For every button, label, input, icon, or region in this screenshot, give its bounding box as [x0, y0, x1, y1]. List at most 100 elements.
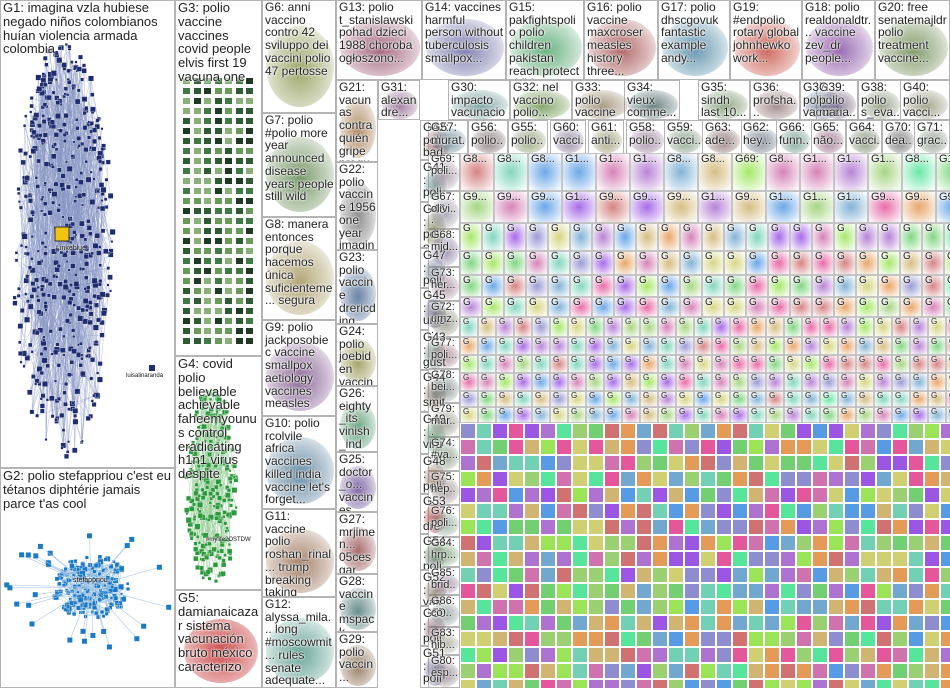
mesh-cell-label: G	[529, 298, 537, 309]
mesh-group: G	[712, 337, 730, 355]
mesh-cell-label: G	[551, 276, 559, 287]
node	[200, 558, 203, 561]
node	[75, 234, 77, 236]
edge	[43, 197, 81, 365]
edge	[200, 505, 220, 521]
edge	[83, 291, 111, 310]
edge	[101, 586, 105, 595]
edge	[53, 149, 105, 416]
node	[105, 607, 109, 611]
node	[235, 297, 244, 305]
node	[193, 107, 202, 115]
mesh-group	[908, 599, 924, 615]
edge	[37, 284, 76, 381]
node	[197, 508, 200, 511]
edge	[48, 96, 64, 366]
mesh-group	[588, 551, 604, 567]
edge	[33, 151, 110, 291]
edge	[32, 130, 82, 317]
edge	[53, 150, 92, 203]
edge	[203, 546, 209, 554]
mesh-group	[492, 615, 508, 631]
edge	[50, 190, 72, 218]
node	[201, 496, 205, 500]
mesh-group: G	[514, 373, 532, 391]
group-label: G75: hep...	[431, 472, 458, 505]
mesh-group	[940, 599, 950, 615]
mesh-cell-label: G	[805, 318, 811, 326]
edge	[73, 88, 102, 322]
mesh-group: G	[766, 373, 784, 391]
edge	[71, 285, 90, 348]
mesh-group: G	[900, 297, 922, 317]
mesh-cell-label: G	[625, 408, 631, 416]
edge	[91, 314, 98, 320]
node	[30, 268, 35, 273]
edge	[77, 71, 91, 314]
group-label: G30: impacto vacunacio...	[451, 81, 508, 120]
edge	[22, 169, 100, 310]
edge	[68, 157, 73, 187]
edge	[71, 592, 106, 603]
mesh-cell-label: G	[903, 224, 911, 235]
node	[77, 89, 80, 92]
mesh-group	[940, 503, 950, 519]
mesh-cell-label: G	[787, 338, 793, 346]
node	[90, 124, 93, 127]
node	[47, 294, 50, 297]
edge	[79, 281, 101, 355]
node	[198, 513, 203, 518]
mesh-group	[588, 647, 604, 663]
node	[34, 383, 37, 386]
edge	[57, 98, 75, 201]
node	[30, 210, 34, 214]
node	[235, 247, 244, 255]
mesh-group	[940, 455, 950, 471]
edge	[43, 144, 74, 295]
mesh-cell-label: G	[727, 276, 735, 287]
edge	[41, 169, 70, 314]
node	[75, 196, 77, 198]
edge	[53, 167, 106, 199]
edge	[63, 138, 78, 445]
node	[15, 259, 18, 262]
node	[85, 309, 88, 312]
node	[235, 307, 244, 315]
node	[91, 252, 94, 255]
node	[98, 361, 102, 365]
mesh-cell-label: G	[553, 318, 559, 326]
node	[193, 307, 202, 315]
edge	[195, 505, 200, 517]
mesh-cell-label: G	[499, 338, 505, 346]
node	[67, 611, 71, 615]
mesh-group: G	[910, 355, 928, 373]
edge	[209, 500, 229, 520]
mesh-group	[588, 679, 604, 688]
mesh-group: G	[820, 373, 838, 391]
group-g9: G9: polio jackposobiec vaccine smallpox …	[262, 320, 336, 416]
node	[66, 240, 69, 243]
edge	[194, 519, 199, 543]
node	[211, 488, 215, 492]
edge	[75, 201, 79, 355]
edge	[32, 130, 60, 205]
mesh-group	[636, 487, 652, 503]
node	[54, 347, 60, 353]
node	[94, 583, 99, 588]
edge	[43, 116, 53, 167]
node	[217, 550, 220, 553]
mesh-group: G	[856, 355, 874, 373]
mesh-cell-label: G1...	[837, 192, 861, 204]
edge	[67, 125, 91, 289]
node	[77, 570, 81, 574]
mesh-group	[668, 615, 684, 631]
mesh-group	[508, 599, 524, 615]
node	[60, 577, 63, 580]
edge	[85, 320, 98, 321]
edge	[52, 122, 96, 305]
mesh-group	[524, 471, 540, 487]
edge	[202, 468, 227, 572]
edge	[197, 493, 211, 554]
edge	[97, 236, 110, 277]
group-g21: G21: vacunas contra quién gripe pregunt.…	[336, 80, 378, 162]
